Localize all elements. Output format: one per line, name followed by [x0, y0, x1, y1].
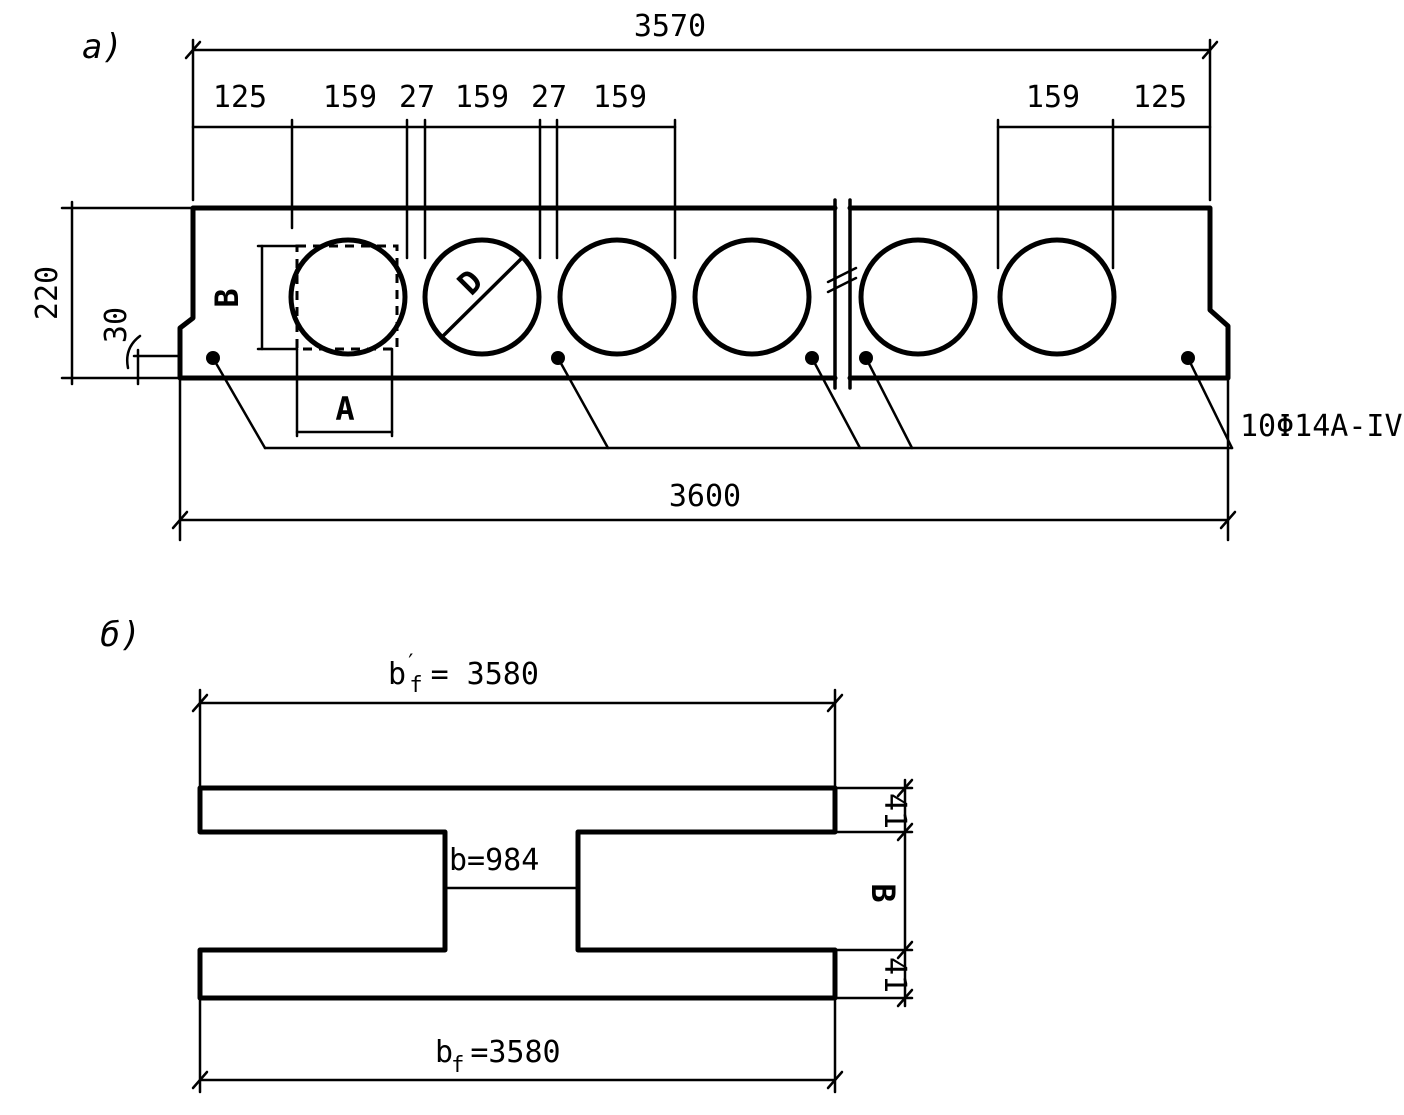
spacing-hole-1: 159: [323, 80, 377, 115]
reinforcement: 10Φ14A-IV: [206, 351, 1403, 450]
overall-width-dimension: 3570: [184, 9, 1219, 202]
hollow-core-6: [997, 237, 1117, 357]
hollow-core-1: [288, 237, 408, 357]
hole-spacing-dimensions-right: 159 125: [996, 80, 1212, 270]
slab-outline: [177, 198, 1231, 390]
hollow-core-4: [692, 237, 812, 357]
spacing-hole-2: 159: [455, 80, 509, 115]
spacing-hole-last: 159: [1026, 80, 1080, 115]
web-width-value: b=984: [449, 843, 539, 878]
hollow-cores: D: [288, 237, 1117, 357]
top-flange-symbol: b′f= 3580: [388, 651, 539, 698]
hollow-core-3: [557, 237, 677, 357]
bottom-width-dimension: 3600: [171, 376, 1237, 542]
top-flange-thickness: 41: [877, 793, 912, 829]
height-value: 220: [30, 266, 65, 320]
hole-spacing-dimensions-left: 125 159 27 159 27 159: [191, 80, 677, 260]
spacing-rib-1: 27: [399, 80, 435, 115]
i-section-outline: [197, 785, 838, 1001]
web-width-dimension: b=984: [443, 843, 580, 890]
equivalent-square-hole: [295, 244, 399, 351]
hole-width-label: A: [335, 390, 354, 428]
section-a: а) 3570 125 159 27 159 27 159: [30, 9, 1403, 542]
ledge-value: 30: [99, 307, 134, 343]
diameter-line: [441, 256, 524, 338]
vertical-dimensions: 41 B 41: [833, 778, 914, 1008]
section-a-label: а): [82, 27, 123, 67]
hollow-core-5: [858, 237, 978, 357]
top-flange-width-dimension: b′f= 3580: [191, 651, 844, 788]
bottom-flange-width-dimension: bf=3580: [191, 996, 844, 1094]
hollow-core-2: [422, 237, 542, 357]
web-height-label: B: [864, 883, 902, 902]
bottom-width-value: 3600: [669, 479, 741, 514]
section-b-label: б): [100, 615, 141, 655]
equivalent-hole-dimensions: B A: [208, 244, 394, 438]
spacing-hole-3: 159: [593, 80, 647, 115]
bottom-flange-thickness: 41: [877, 957, 912, 993]
hole-height-label: B: [208, 288, 246, 307]
section-b: б) b′f= 3580 b=984 41: [100, 615, 914, 1094]
bottom-flange-symbol: bf=3580: [435, 1035, 561, 1078]
height-dimension: 220 30: [30, 200, 195, 386]
overall-width-value: 3570: [634, 9, 706, 44]
spacing-edge-left: 125: [213, 80, 267, 115]
spacing-rib-2: 27: [531, 80, 567, 115]
rebar-spec: 10Φ14A-IV: [1240, 409, 1403, 444]
spacing-edge-right: 125: [1133, 80, 1187, 115]
